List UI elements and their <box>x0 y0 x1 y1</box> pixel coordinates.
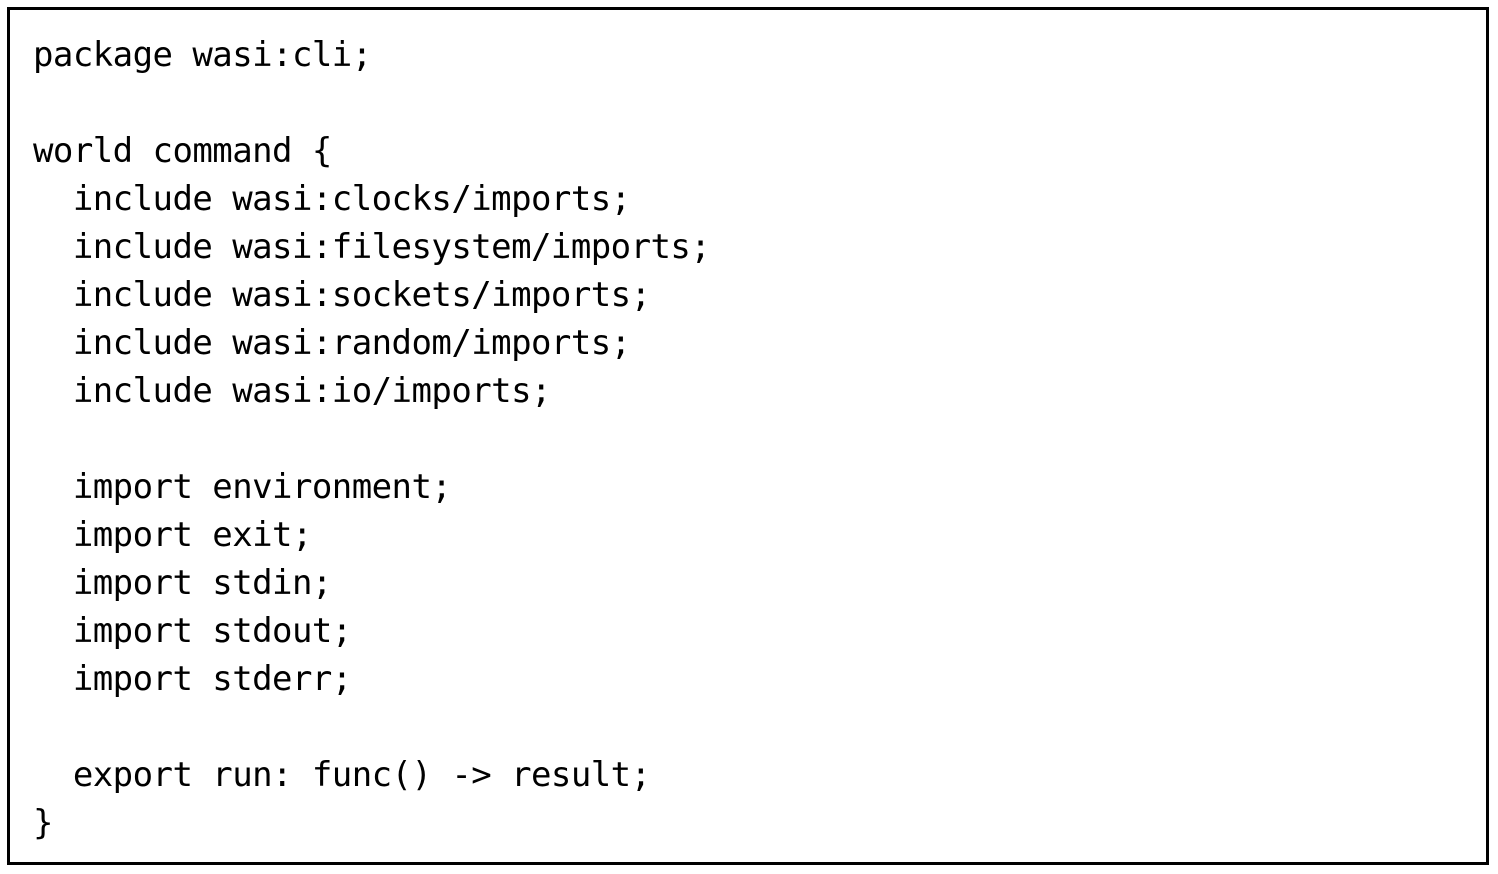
code-line-blank <box>33 415 710 463</box>
code-line: export run: func() -> result; <box>33 755 651 795</box>
code-line: import stdin; <box>33 563 333 603</box>
code-line-blank <box>33 703 710 751</box>
code-line: include wasi:clocks/imports; <box>33 179 631 219</box>
code-line: import stdout; <box>33 611 352 651</box>
code-line: world command { <box>33 131 332 171</box>
code-line: import environment; <box>33 467 452 507</box>
code-line: include wasi:io/imports; <box>33 371 552 411</box>
code-line: package wasi:cli; <box>33 35 372 75</box>
code-line: import exit; <box>33 515 313 555</box>
code-line: include wasi:sockets/imports; <box>33 275 651 315</box>
code-listing-frame: package wasi:cli; world command { includ… <box>7 7 1489 865</box>
code-line: } <box>33 803 53 843</box>
code-line: include wasi:random/imports; <box>33 323 631 363</box>
code-line: import stderr; <box>33 659 352 699</box>
code-block[interactable]: package wasi:cli; world command { includ… <box>33 31 711 847</box>
code-line: include wasi:filesystem/imports; <box>33 227 711 267</box>
code-line-blank <box>33 79 710 127</box>
